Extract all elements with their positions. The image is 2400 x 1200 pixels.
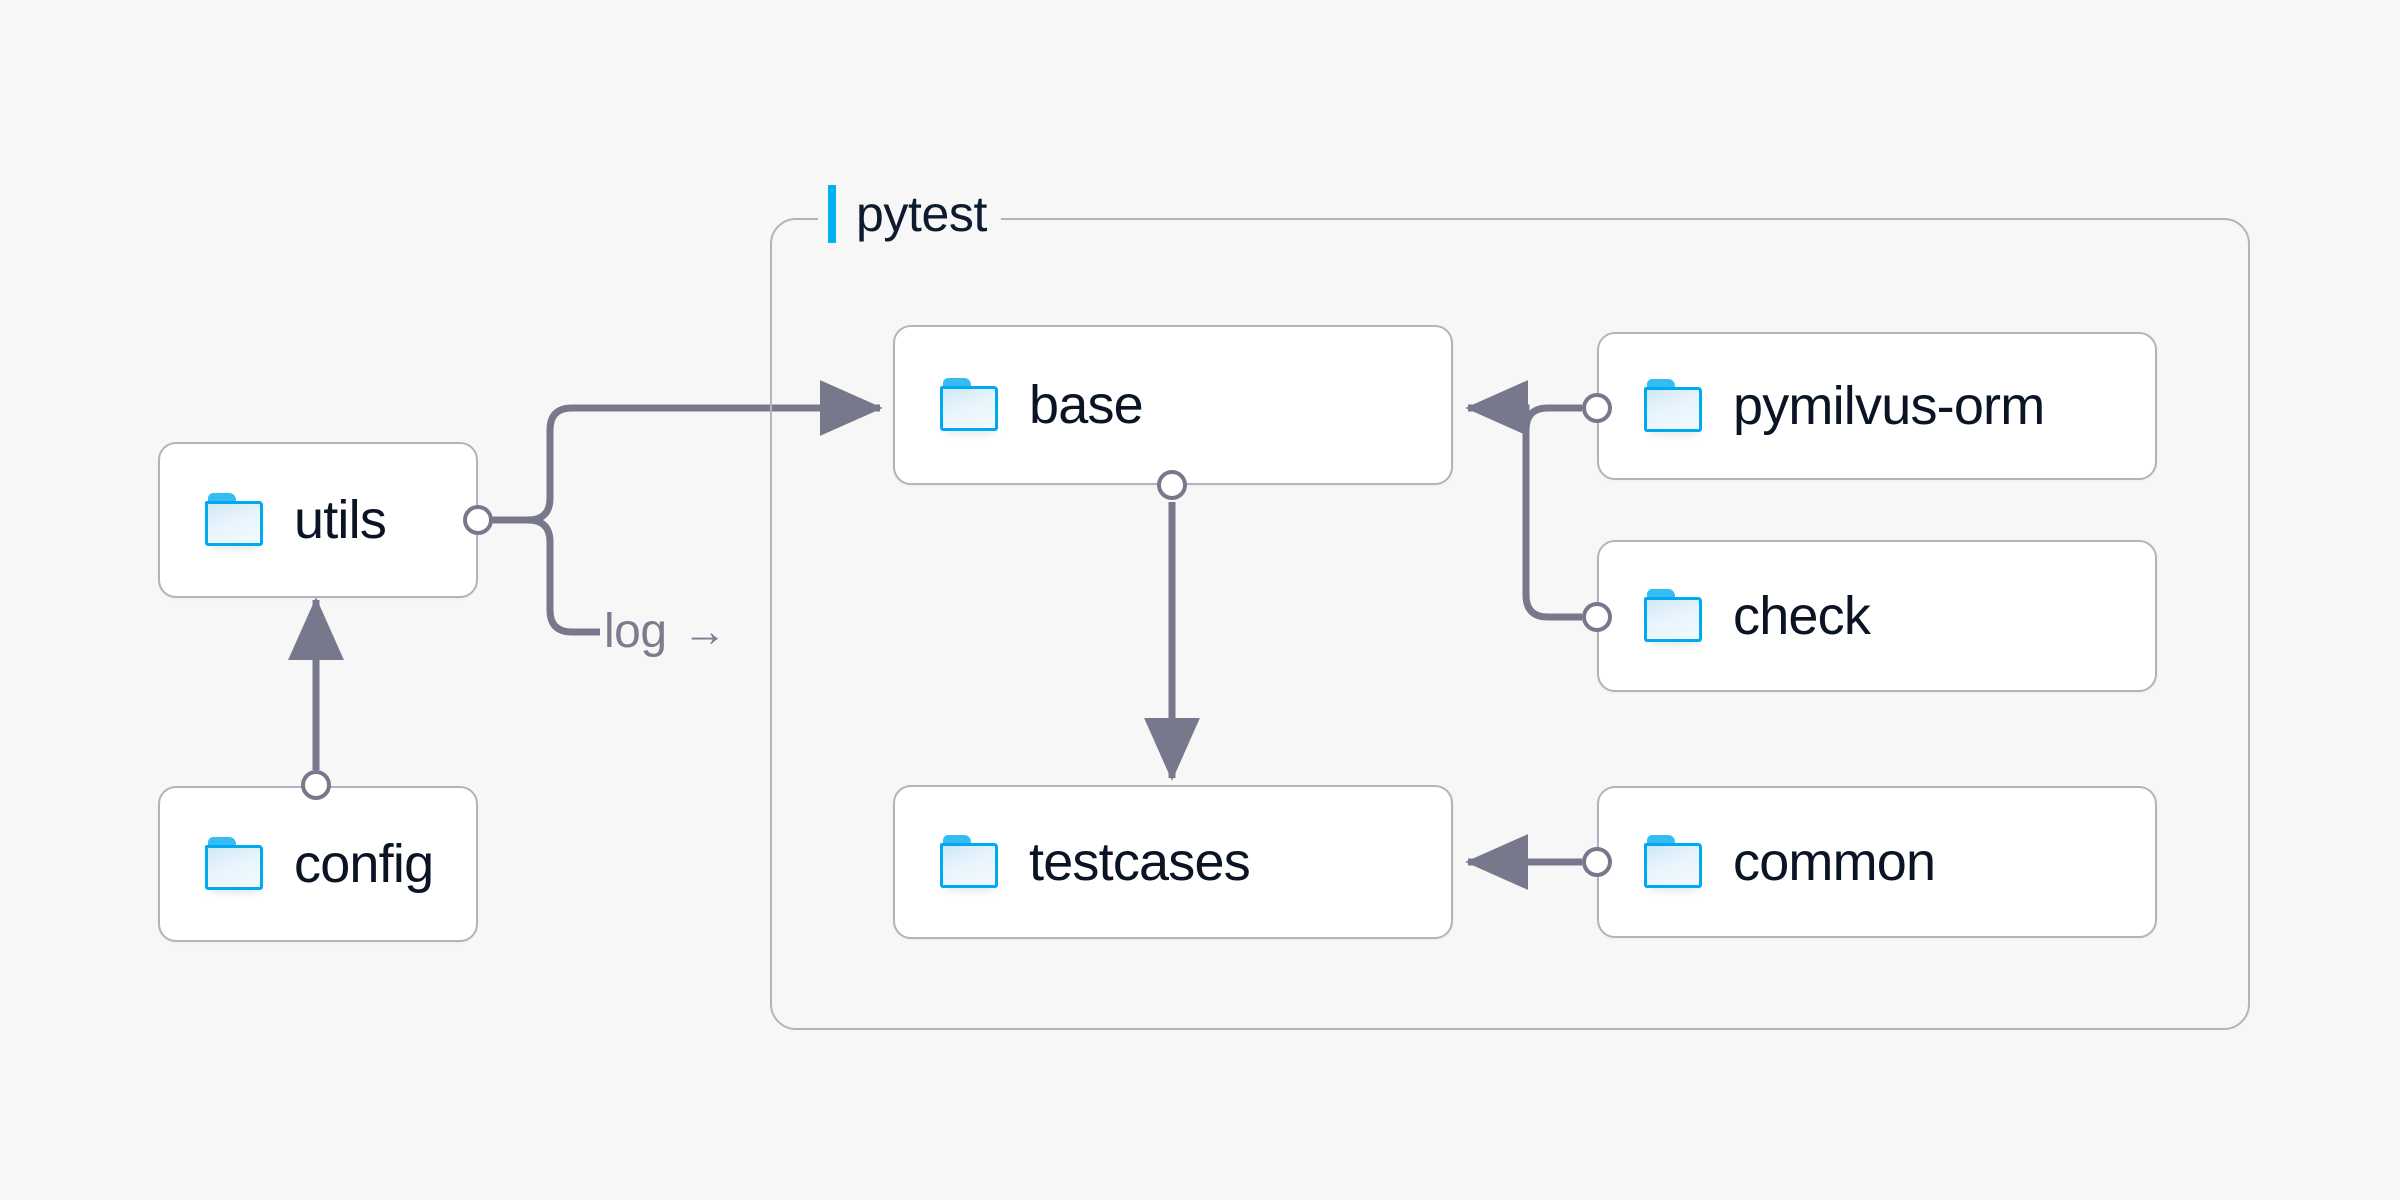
node-common[interactable]: common: [1597, 786, 2157, 938]
folder-icon: [1643, 835, 1705, 893]
node-label-check: check: [1733, 586, 1871, 646]
group-container-pytest: [770, 218, 2250, 1030]
folder-icon: [204, 493, 266, 551]
folder-icon: [939, 378, 1001, 436]
edge-utils-to-log: [527, 516, 600, 636]
folder-icon: [1643, 379, 1705, 437]
node-check[interactable]: check: [1597, 540, 2157, 692]
node-label-pymilvus-orm: pymilvus-orm: [1733, 376, 2045, 436]
node-label-common: common: [1733, 832, 1936, 892]
node-config[interactable]: config: [158, 786, 478, 942]
folder-icon: [204, 837, 266, 895]
node-utils[interactable]: utils: [158, 442, 478, 598]
folder-icon: [1643, 589, 1705, 647]
node-label-config: config: [294, 834, 434, 894]
edge-label-log-text: log: [604, 605, 667, 658]
port-utils-right[interactable]: [463, 505, 493, 535]
node-base[interactable]: base: [893, 325, 1453, 485]
edge-label-log: log →: [604, 605, 727, 658]
group-label-pytest: pytest: [818, 183, 1001, 245]
vertical-bar-icon: [828, 185, 836, 243]
node-label-testcases: testcases: [1029, 832, 1251, 892]
port-check-left[interactable]: [1582, 602, 1612, 632]
node-label-utils: utils: [294, 490, 387, 550]
port-base-bottom[interactable]: [1157, 470, 1187, 500]
node-pymilvus-orm[interactable]: pymilvus-orm: [1597, 332, 2157, 480]
folder-icon: [939, 835, 1001, 893]
group-label-text: pytest: [856, 186, 987, 242]
arrow-right-icon: →: [682, 607, 727, 656]
node-label-base: base: [1029, 375, 1144, 435]
node-testcases[interactable]: testcases: [893, 785, 1453, 939]
port-config-top[interactable]: [301, 770, 331, 800]
port-pymilvus-orm-left[interactable]: [1582, 393, 1612, 423]
port-common-left[interactable]: [1582, 847, 1612, 877]
